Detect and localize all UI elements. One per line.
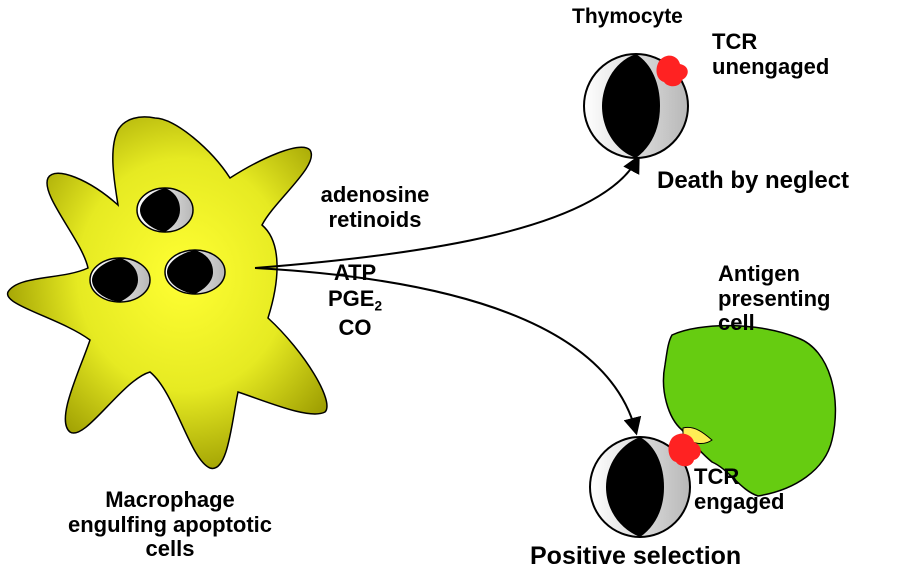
signal-pge-base: PGE <box>327 286 375 312</box>
apoptotic-cell-1 <box>136 187 194 233</box>
tcr-engaged-label: TCR engaged <box>694 464 785 514</box>
macrophage-label-line-3: cells <box>145 536 195 562</box>
macrophage-label: Macrophage engulfing apoptotic cells <box>50 487 290 562</box>
apoptotic-cell-3 <box>164 249 226 295</box>
signal-retinoids: retinoids <box>328 206 422 232</box>
tcr-engaged-marker <box>668 433 701 467</box>
tcr-unengaged-line-1: TCR <box>712 29 758 54</box>
arrow-to-selection <box>254 267 642 436</box>
arrow-to-death <box>254 154 640 269</box>
apc-label-line-3: cell <box>718 310 755 336</box>
thymocyte-bottom <box>589 433 701 538</box>
macrophage-label-line-1: Macrophage <box>105 487 235 512</box>
apoptotic-cell-2 <box>89 257 151 303</box>
signal-pge2: PGE2 <box>305 286 405 315</box>
macrophage-label-line-2: engulfing apoptotic <box>67 511 273 537</box>
signal-co: CO <box>338 315 372 341</box>
tcr-engaged-line-1: TCR <box>694 464 740 489</box>
signal-pge-subscript: 2 <box>374 298 383 314</box>
tcr-unengaged-label: TCR unengaged <box>712 29 830 79</box>
macrophage-body <box>7 116 328 469</box>
signal-atp: ATP <box>333 260 377 285</box>
antigen-presenting-cell <box>662 324 837 497</box>
positive-selection-label: Positive selection <box>530 542 742 570</box>
apc-label: Antigen presenting cell <box>718 261 831 336</box>
thymocyte-label: Thymocyte <box>572 5 683 28</box>
tcr-engaged-line-2: engaged <box>694 488 785 514</box>
signal-adenosine: adenosine <box>320 182 430 207</box>
signals-upper: adenosine retinoids <box>300 182 450 232</box>
thymocyte-top <box>583 53 689 159</box>
signals-lower: ATP PGE2 CO <box>305 260 405 342</box>
apc-label-line-2: presenting <box>718 285 831 311</box>
tcr-unengaged-line-2: unengaged <box>712 53 830 79</box>
apc-label-line-1: Antigen <box>718 261 800 286</box>
tcr-unengaged-marker <box>656 55 688 87</box>
death-by-neglect-label: Death by neglect <box>657 167 850 194</box>
